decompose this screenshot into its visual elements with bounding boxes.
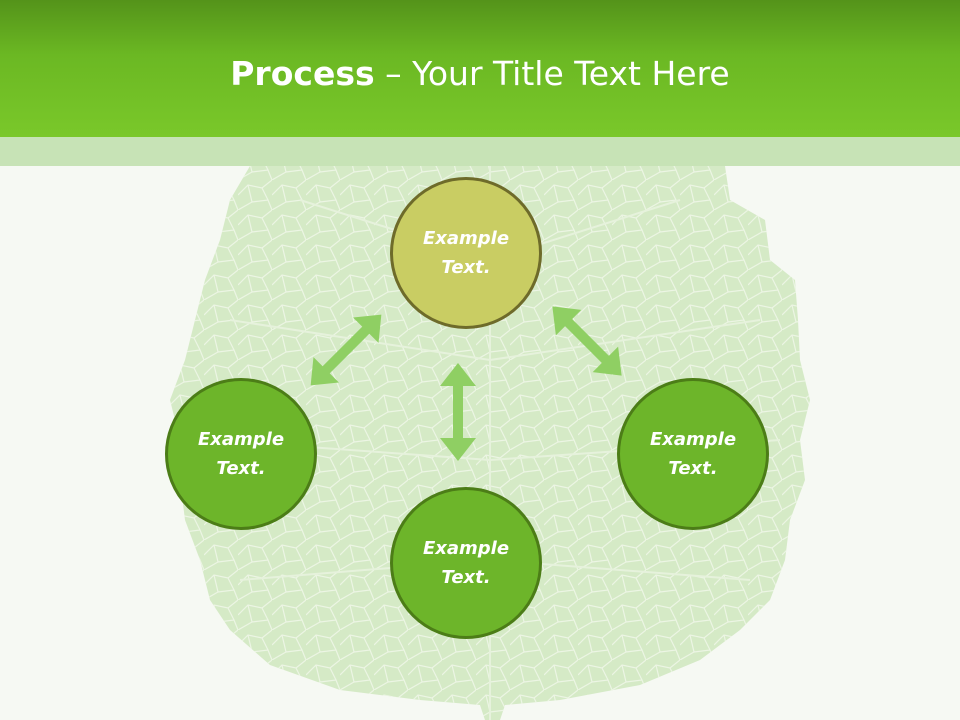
arrow-left-top	[310, 314, 382, 386]
node-bottom-label: Example Text.	[422, 538, 510, 588]
header-bar	[0, 0, 960, 137]
title-bold: Process	[230, 54, 375, 93]
node-left-label: Example Text.	[197, 429, 285, 479]
node-top-label: Example Text.	[422, 228, 510, 278]
node-right-label: Example Text.	[649, 429, 737, 479]
title-rest: – Your Title Text Here	[374, 54, 730, 93]
arrow-right-top	[552, 306, 622, 376]
header-strip	[0, 137, 960, 166]
node-bottom: Example Text.	[390, 487, 542, 639]
slide-title: Process – Your Title Text Here	[0, 52, 960, 96]
arrow-center-vertical	[440, 363, 476, 461]
node-left: Example Text.	[165, 378, 317, 530]
node-top: Example Text.	[390, 177, 542, 329]
node-right: Example Text.	[617, 378, 769, 530]
